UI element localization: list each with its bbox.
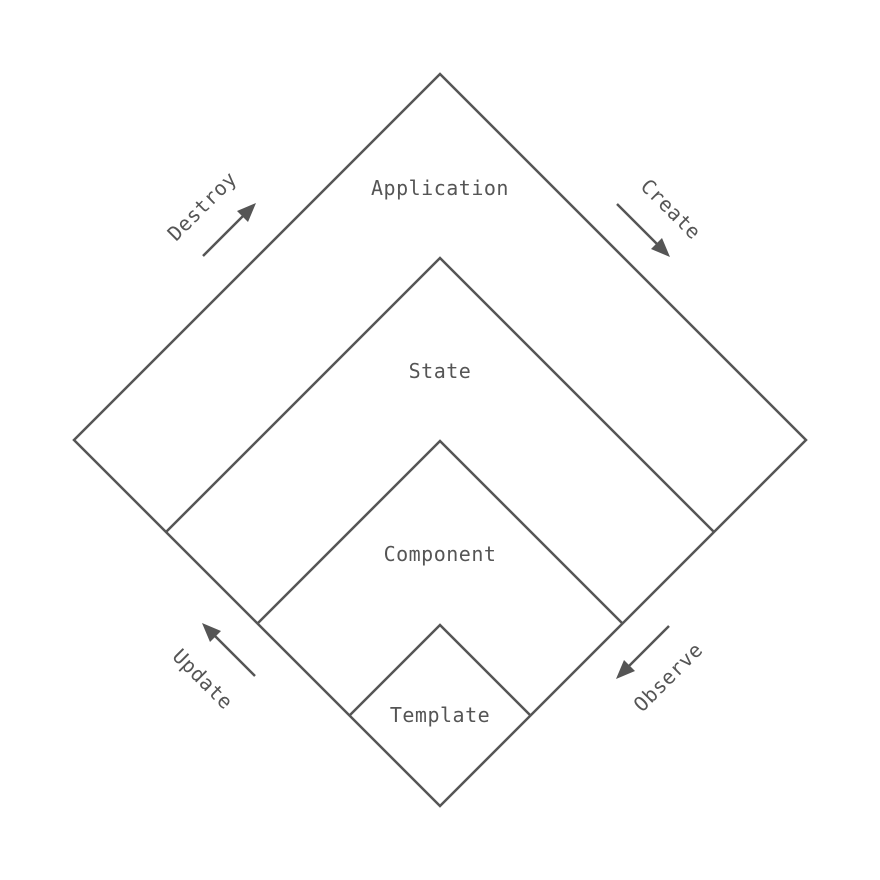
- state-layer: [165, 256, 715, 533]
- component-label: Component: [384, 542, 497, 566]
- observe-label: Observe: [629, 638, 708, 717]
- observe-arrow: [616, 625, 670, 679]
- component-layer: [256, 439, 624, 625]
- arrow-down-right-icon: [651, 238, 670, 257]
- arrow-down-left-icon: [616, 660, 635, 679]
- update-arrow: [202, 623, 256, 677]
- destroy-arrow: [202, 203, 256, 257]
- arrow-up-left-icon: [202, 623, 221, 642]
- arrow-up-right-icon: [237, 203, 256, 222]
- update-label: Update: [168, 644, 238, 714]
- destroy-label: Destroy: [163, 167, 242, 246]
- template-layer: [348, 623, 532, 717]
- create-arrow: [616, 203, 670, 257]
- template-label: Template: [390, 703, 490, 727]
- application-layer: [72, 72, 808, 808]
- application-label: Application: [371, 176, 509, 200]
- state-label: State: [409, 359, 472, 383]
